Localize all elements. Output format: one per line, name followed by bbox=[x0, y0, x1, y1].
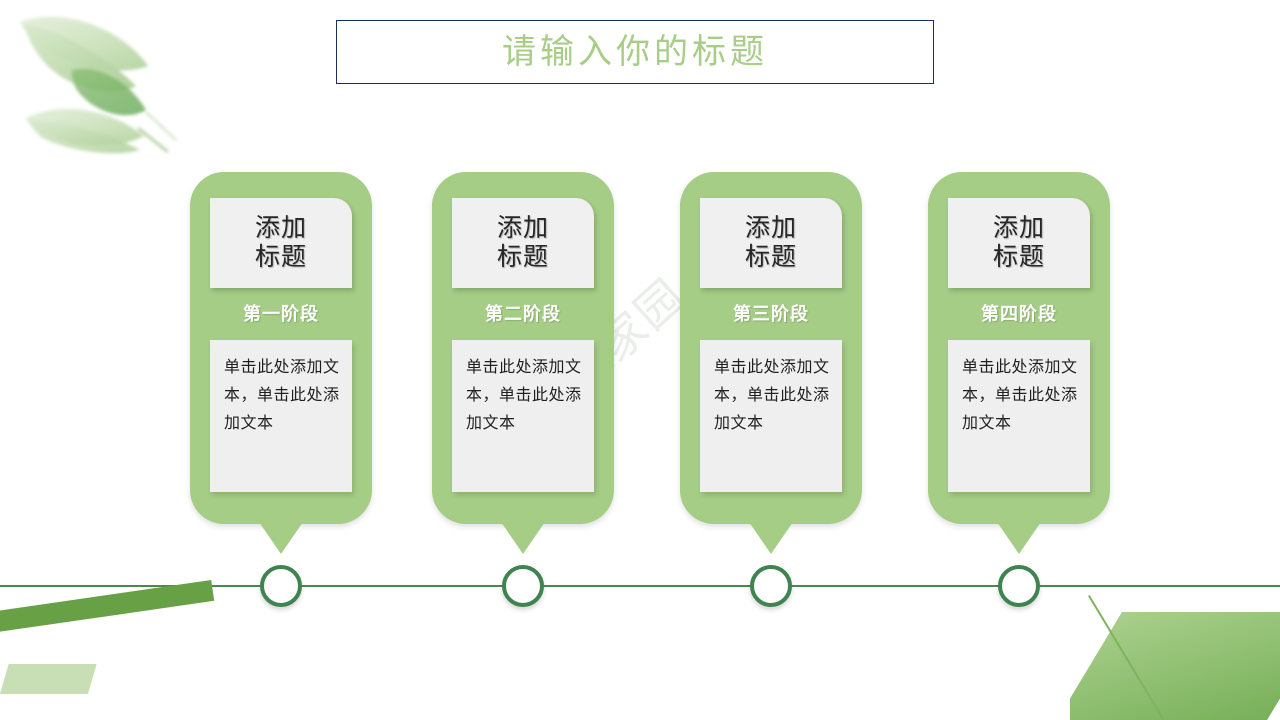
stage-card-3-body-box: 单击此处添加文本，单击此处添加文本 bbox=[700, 340, 842, 492]
decoration-bottom-right bbox=[1070, 588, 1280, 720]
timeline-axis bbox=[0, 585, 1280, 587]
stage-card-2-pointer bbox=[501, 522, 545, 554]
stage-card-2-stage-label: 第二阶段 bbox=[485, 304, 561, 324]
timeline-node-1[interactable] bbox=[260, 565, 302, 607]
stage-card-3-pointer bbox=[749, 522, 793, 554]
timeline-node-4[interactable] bbox=[998, 565, 1040, 607]
stage-card-3-body: 单击此处添加文本，单击此处添加文本 bbox=[714, 359, 830, 432]
timeline-node-3[interactable] bbox=[750, 565, 792, 607]
decoration-bottom-left-light bbox=[0, 664, 97, 694]
page-title: 请输入你的标题 bbox=[502, 33, 768, 71]
stage-card-4-title: 添加 标题 bbox=[992, 213, 1045, 272]
stage-card-4-pointer bbox=[997, 522, 1041, 554]
stage-card-4-body-box: 单击此处添加文本，单击此处添加文本 bbox=[948, 340, 1090, 492]
stage-card-2-body: 单击此处添加文本，单击此处添加文本 bbox=[466, 359, 582, 432]
stage-card-4-stage-label: 第四阶段 bbox=[981, 304, 1057, 324]
decoration-bottom-right-line bbox=[1088, 594, 1188, 720]
stage-card-1-title-box: 添加 标题 bbox=[210, 198, 352, 288]
stage-card-4-body: 单击此处添加文本，单击此处添加文本 bbox=[962, 359, 1078, 432]
stage-card-2-body-box: 单击此处添加文本，单击此处添加文本 bbox=[452, 340, 594, 492]
stage-card-1[interactable]: 添加 标题 第一阶段 单击此处添加文本，单击此处添加文本 bbox=[190, 172, 372, 554]
stage-card-1-stage-label: 第一阶段 bbox=[243, 304, 319, 324]
stage-card-3-title: 添加 标题 bbox=[744, 213, 797, 272]
stage-card-3[interactable]: 添加 标题 第三阶段 单击此处添加文本，单击此处添加文本 bbox=[680, 172, 862, 554]
stage-card-1-body-box: 单击此处添加文本，单击此处添加文本 bbox=[210, 340, 352, 492]
stage-card-1-title: 添加 标题 bbox=[254, 213, 307, 272]
stage-card-3-stage-label: 第三阶段 bbox=[733, 304, 809, 324]
stage-card-3-title-box: 添加 标题 bbox=[700, 198, 842, 288]
stage-card-2-title-box: 添加 标题 bbox=[452, 198, 594, 288]
leaf-illustration-icon bbox=[0, 0, 192, 172]
stage-card-1-pointer bbox=[259, 522, 303, 554]
stage-card-2-title: 添加 标题 bbox=[496, 213, 549, 272]
slide-title-box[interactable]: 请输入你的标题 bbox=[336, 20, 934, 84]
stage-card-2[interactable]: 添加 标题 第二阶段 单击此处添加文本，单击此处添加文本 bbox=[432, 172, 614, 554]
timeline-node-2[interactable] bbox=[502, 565, 544, 607]
decoration-bottom-right-shape bbox=[1070, 612, 1280, 720]
stage-card-4[interactable]: 添加 标题 第四阶段 单击此处添加文本，单击此处添加文本 bbox=[928, 172, 1110, 554]
decoration-bottom-left-band bbox=[0, 580, 215, 633]
stage-card-1-body: 单击此处添加文本，单击此处添加文本 bbox=[224, 359, 340, 432]
stage-card-4-title-box: 添加 标题 bbox=[948, 198, 1090, 288]
